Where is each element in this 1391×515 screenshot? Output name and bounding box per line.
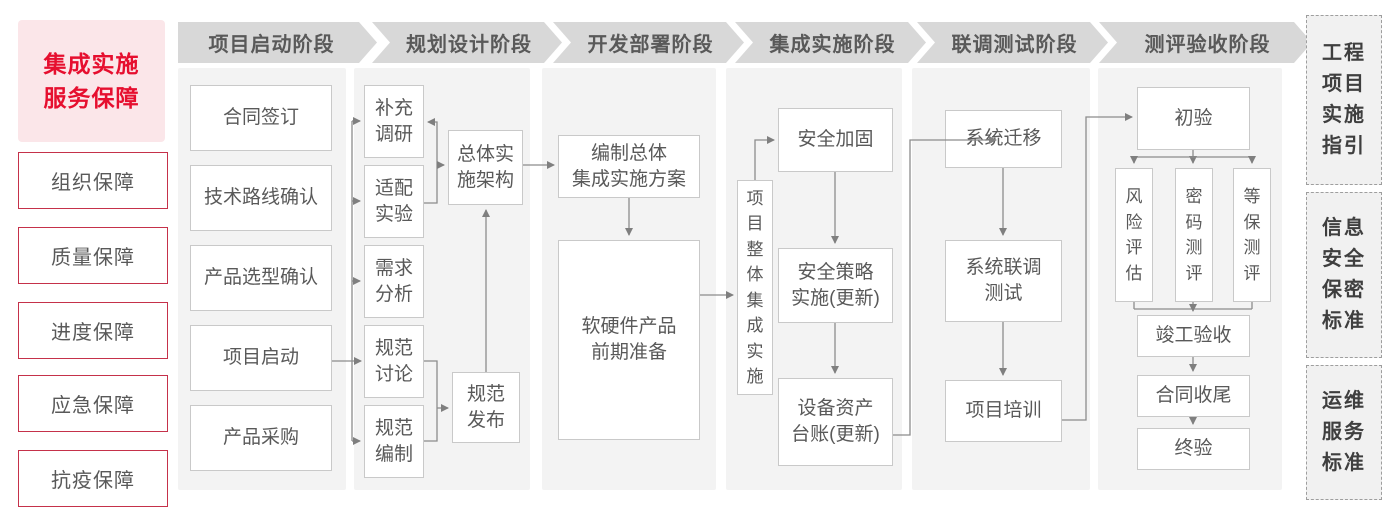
reference-ops-service-standard: 运维 服务 标准 [1306,365,1382,500]
guarantee-item-epidemic: 抗疫保障 [18,450,168,507]
diagram-title: 集成实施 服务保障 [18,20,165,142]
step-overall-project-integration-label: 项目整体集成实施 [746,188,764,387]
reference-engineering-implementation-guide: 工程 项目 实施 指引 [1306,15,1382,185]
step-security-policy-implementation: 安全策略 实施(更新) [778,248,893,323]
step-project-training: 项目培训 [945,380,1062,442]
step-overall-implementation-architecture: 总体实 施架构 [448,130,523,205]
step-system-joint-debug-test: 系统联调 测试 [945,240,1062,322]
stage-header-acceptance: 测评验收阶段 [1099,22,1312,63]
guarantee-item-emergency: 应急保障 [18,375,168,432]
guarantee-item-organization: 组织保障 [18,152,168,209]
stage-header-project-start: 项目启动阶段 [178,22,377,63]
step-risk-assessment-label: 风险评估 [1125,187,1143,283]
stage-header-joint-test: 联调测试阶段 [917,22,1108,63]
step-spec-discussion: 规范 讨论 [364,325,424,398]
step-mlps-evaluation: 等保测评 [1233,168,1271,302]
step-system-migration: 系统迁移 [945,110,1062,168]
step-product-selection-confirm: 产品选型确认 [190,245,332,311]
step-product-procurement: 产品采购 [190,405,332,471]
step-initial-acceptance: 初验 [1137,87,1250,150]
step-risk-assessment: 风险评估 [1115,168,1153,302]
step-security-hardening: 安全加固 [778,108,893,172]
step-contract-closeout: 合同收尾 [1137,375,1250,417]
guarantee-item-schedule: 进度保障 [18,302,168,359]
step-project-kickoff: 项目启动 [190,325,332,391]
step-spec-release: 规范 发布 [452,372,520,443]
step-completion-acceptance: 竣工验收 [1137,315,1250,357]
stage-header-planning-design: 规划设计阶段 [372,22,562,63]
step-final-acceptance: 终验 [1137,428,1250,470]
step-crypto-evaluation: 密码测评 [1175,168,1213,302]
step-hw-sw-preparation: 软硬件产品 前期准备 [558,240,700,440]
stage-header-integration: 集成实施阶段 [735,22,926,63]
step-mlps-evaluation-label: 等保测评 [1243,187,1261,283]
guarantee-item-quality: 质量保障 [18,227,168,284]
step-crypto-evaluation-label: 密码测评 [1185,187,1203,283]
reference-infosec-confidentiality-standard: 信息 安全 保密 标准 [1306,192,1382,358]
step-overall-project-integration: 项目整体集成实施 [737,180,773,395]
step-requirement-analysis: 需求 分析 [364,245,424,318]
step-supplementary-research: 补充 调研 [364,85,424,158]
step-compile-overall-integration-plan: 编制总体 集成实施方案 [558,135,700,198]
step-contract-signing: 合同签订 [190,85,332,151]
step-spec-compilation: 规范 编制 [364,405,424,478]
step-adaptation-experiment: 适配 实验 [364,165,424,238]
step-tech-route-confirm: 技术路线确认 [190,165,332,231]
step-equipment-asset-ledger: 设备资产 台账(更新) [778,378,893,466]
stage-header-dev-deploy: 开发部署阶段 [553,22,744,63]
